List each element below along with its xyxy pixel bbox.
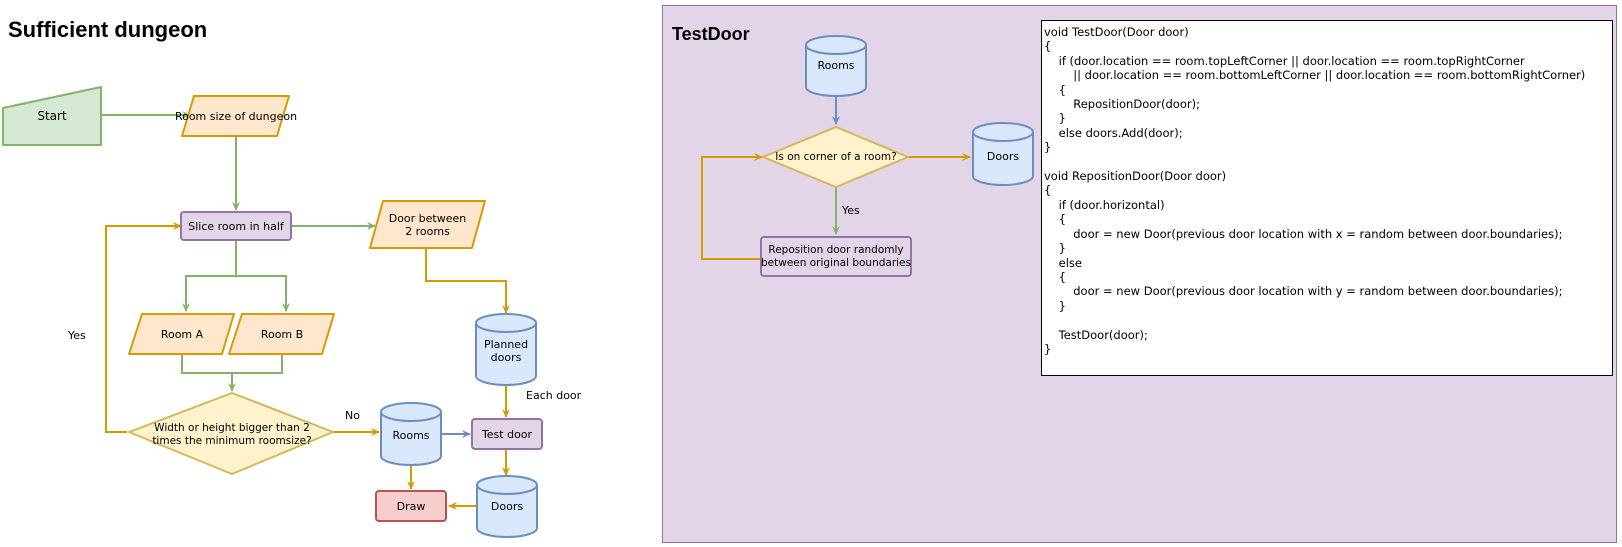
roomb-node — [228, 313, 335, 355]
edge-slice-roomb — [236, 275, 290, 312]
edge-slice-rooma — [182, 240, 237, 312]
code-block: void TestDoor(Door door) { if (door.loca… — [1041, 20, 1613, 376]
doorbetween-node — [369, 200, 486, 249]
planned-doors-node — [475, 313, 537, 386]
doors-label: Doors — [490, 500, 524, 513]
tdreposition-label: Reposition door randomly between origina… — [761, 244, 911, 269]
edge-rooms-decision — [181, 353, 283, 391]
decision-label: Width or height bigger than 2 times the … — [152, 422, 312, 447]
edge-decision-slice-yes — [105, 222, 182, 433]
no-edge-label: No — [345, 409, 360, 422]
yes-edge-label: Yes — [68, 329, 86, 342]
edge-reposition-corner — [701, 153, 763, 260]
doorbetween-label: Door between 2 rooms — [388, 212, 467, 238]
planned-doors-label: Planned doors — [483, 338, 529, 364]
right-title: TestDoor — [672, 24, 750, 44]
roomsize-label: Room size of dungeon — [174, 110, 298, 123]
doors-node — [476, 475, 538, 538]
rooms-label: Rooms — [392, 429, 430, 442]
right-edges — [701, 95, 971, 260]
slice-label: Slice room in half — [188, 220, 284, 233]
roomsize-node — [181, 95, 290, 137]
roomb-label: Room B — [260, 328, 304, 341]
decision-node — [128, 392, 334, 475]
tdyes-edge-label: Yes — [842, 204, 860, 217]
tdrooms-label: Rooms — [817, 59, 855, 72]
edge-doorbetween-planned — [425, 248, 510, 314]
rooma-label: Room A — [160, 328, 204, 341]
tdcorner-label: Is on corner of a room? — [775, 151, 897, 163]
rooma-node — [128, 313, 235, 355]
tdrooms-node — [805, 35, 867, 97]
start-node — [2, 86, 102, 146]
left-edges — [101, 111, 510, 510]
testdoor-node — [471, 418, 543, 450]
rooms-node — [380, 402, 442, 466]
tddoors-node — [972, 122, 1034, 186]
draw-label: Draw — [396, 500, 426, 513]
start-label: Start — [37, 109, 67, 123]
slice-node — [180, 211, 292, 241]
left-title: Sufficient dungeon — [8, 17, 208, 42]
draw-node — [375, 490, 447, 522]
tdreposition-node — [760, 236, 912, 277]
tddoors-label: Doors — [986, 150, 1020, 163]
testdoor-label: Test door — [481, 428, 533, 441]
tdcorner-node — [762, 126, 909, 188]
each-door-edge-label: Each door — [526, 389, 582, 402]
